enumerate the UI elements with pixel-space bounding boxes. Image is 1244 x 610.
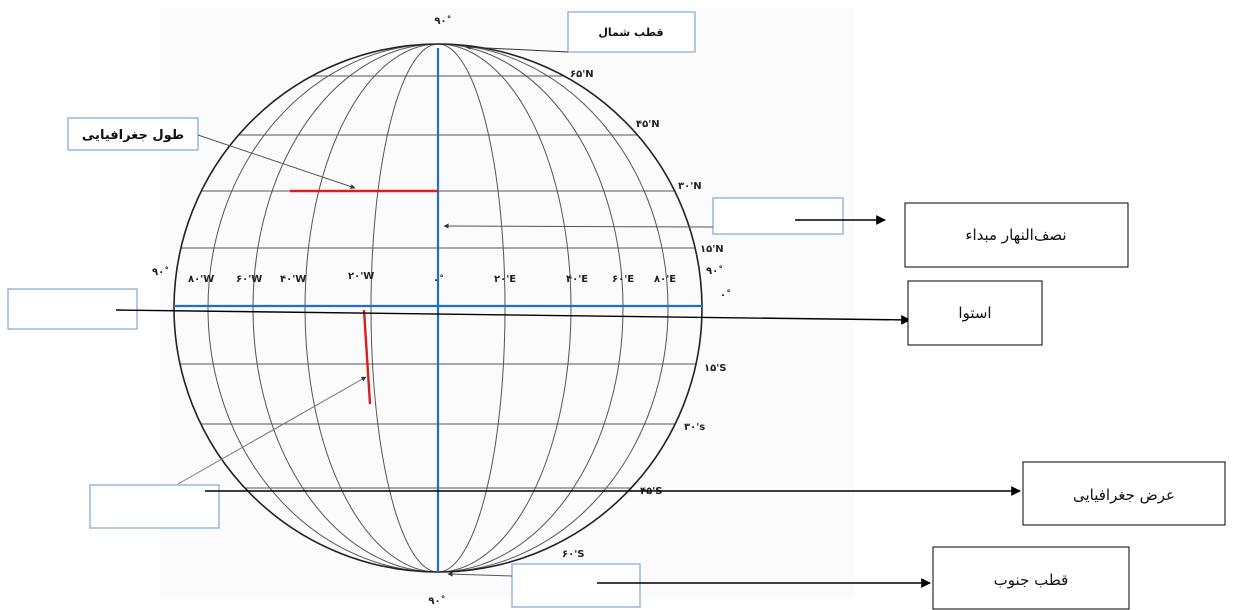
longitude-label-e60: ۶۰'E: [612, 274, 634, 285]
longitude-term: طول جغرافیایی: [82, 128, 184, 143]
meridian-40: [304, 44, 572, 572]
south-pole-value: ۹۰˚: [428, 595, 445, 607]
latitude-label-30s: ۳۰'s: [684, 422, 705, 433]
meridian-60: [252, 44, 624, 572]
equator-answer-box[interactable]: [7, 288, 138, 330]
latitude-term: عرض جغرافیایی: [1073, 486, 1175, 504]
meridian-20: [370, 44, 506, 572]
south-pole-pointer-arrow: [447, 571, 513, 577]
latitude-example-segment: [362, 309, 372, 405]
longitude-term-box: [67, 117, 199, 151]
longitude-label-w60: ۶۰'W: [236, 274, 262, 285]
meridian-80: [207, 44, 669, 572]
equator-term-arrow: [115, 309, 911, 325]
south-pole-term: قطب جنوب: [994, 571, 1069, 589]
north-pole-term: قطب شمال: [598, 26, 663, 39]
longitude-label-w90: ۹۰˚: [152, 266, 169, 278]
longitude-pointer-arrow: [197, 134, 356, 189]
north-pole-pointer-arrow: [465, 44, 569, 53]
longitude-label-w80: ۸۰'W: [188, 274, 214, 285]
globe: [173, 43, 703, 573]
latitude-label-zero: ۰˚: [720, 289, 731, 301]
latitude-label-15n: ۱۵'N: [700, 244, 724, 255]
longitude-label-w40: ۴۰'W: [280, 274, 306, 285]
worksheet-panel: [160, 8, 855, 598]
latitude-label-right-90: ۹۰˚: [706, 265, 723, 277]
latitude-label-65n: ۶۵'N: [570, 69, 594, 80]
prime-meridian-pointer-arrow: [443, 223, 714, 229]
prime-meridian-term-box: [904, 202, 1129, 268]
latitude-answer-box[interactable]: [89, 484, 220, 529]
prime-meridian-answer-box[interactable]: [712, 197, 844, 235]
longitude-label-zero: ۰˚: [433, 274, 444, 286]
latitude-pointer-arrow: [177, 376, 367, 485]
prime-meridian-term: نصف‌النهار مبداء: [965, 226, 1066, 244]
latitude-label-45n: ۴۵'N: [636, 119, 660, 130]
latitude-label-60s: ۶۰'S: [562, 549, 584, 560]
equator-term: استوا: [958, 304, 991, 322]
north-pole-value: ۹۰˚: [434, 15, 451, 27]
latitude-label-30n: ۳۰'N: [678, 181, 702, 192]
south-pole-term-box: [932, 546, 1130, 610]
south-pole-answer-box[interactable]: [511, 563, 641, 608]
longitude-label-e40: ۴۰'E: [566, 274, 588, 285]
longitude-label-e20: ۲۰'E: [494, 274, 516, 285]
longitude-label-w20: ۲۰'W: [348, 271, 374, 282]
equator-term-box: [907, 280, 1043, 346]
longitude-label-e80: ۸۰'E: [654, 274, 676, 285]
latitude-term-box: [1022, 461, 1226, 526]
north-pole-term-box: [567, 11, 696, 53]
latitude-label-15s: ۱۵'S: [704, 363, 726, 374]
